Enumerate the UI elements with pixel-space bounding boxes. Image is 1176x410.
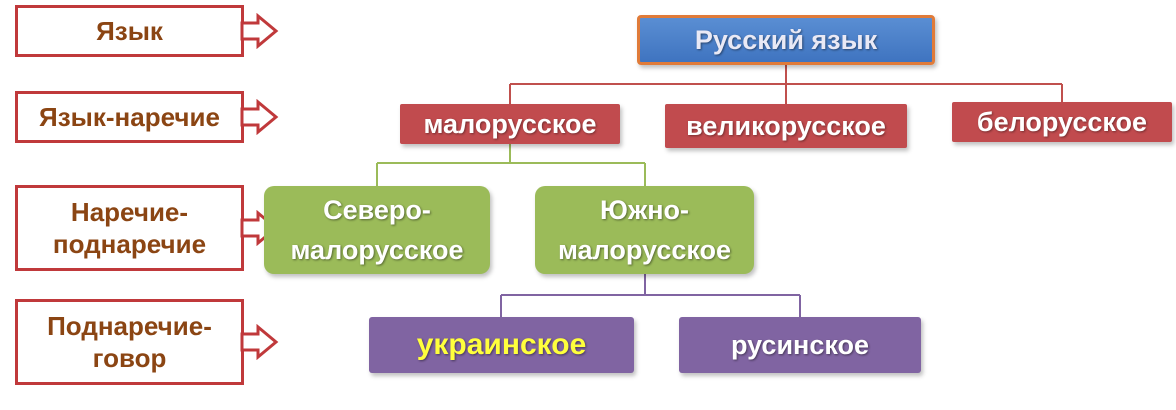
node-russian-language-label: Русский язык [694, 24, 878, 55]
level-label-language-dialect: Язык-наречие [15, 91, 244, 143]
node-belarusian-label: белорусское [976, 106, 1148, 137]
level-label-subdialect-speech: Поднаречие- говор [15, 299, 244, 385]
level-label-dialect-subdialect-line1: Наречие- [70, 197, 189, 227]
node-south-little-russian: Южно- малорусское [535, 186, 754, 274]
arrow-right-icon [240, 324, 279, 360]
arrow-right-icon [240, 99, 279, 135]
level-label-language: Язык [15, 5, 244, 57]
node-russian-language: Русский язык [637, 15, 935, 65]
level-label-dialect-subdialect-line2: поднаречие [52, 229, 207, 259]
level-label-subdialect-speech-line1: Поднаречие- [47, 311, 212, 341]
node-great-russian-label: великорусское [686, 110, 886, 141]
node-rusyn-label: русинское [730, 329, 870, 360]
node-ukrainian-label: украинское [416, 328, 587, 361]
level-label-dialect-subdialect: Наречие- поднаречие [15, 185, 244, 271]
node-little-russian: малорусское [400, 104, 620, 144]
level-label-language-dialect-text: Язык-наречие [39, 102, 220, 132]
node-belarusian: белорусское [952, 102, 1172, 142]
little-russian-connectors [376, 144, 646, 186]
level-label-subdialect-speech-line2: говор [92, 343, 167, 373]
node-north-little-russian-line1: Северо- [323, 195, 431, 225]
node-south-little-russian-line1: Южно- [599, 195, 690, 225]
arrow-right-icon [240, 13, 279, 49]
level-label-language-text: Язык [96, 16, 163, 46]
south-connectors [500, 274, 801, 317]
node-north-little-russian-line2: малорусское [290, 235, 464, 265]
node-ukrainian: украинское [369, 317, 634, 373]
node-little-russian-label: малорусское [423, 108, 597, 139]
node-rusyn: русинское [679, 317, 921, 373]
root-connectors [509, 63, 1063, 104]
node-north-little-russian: Северо- малорусское [264, 186, 490, 274]
node-south-little-russian-line2: малорусское [557, 235, 732, 265]
node-great-russian: великорусское [665, 104, 907, 148]
